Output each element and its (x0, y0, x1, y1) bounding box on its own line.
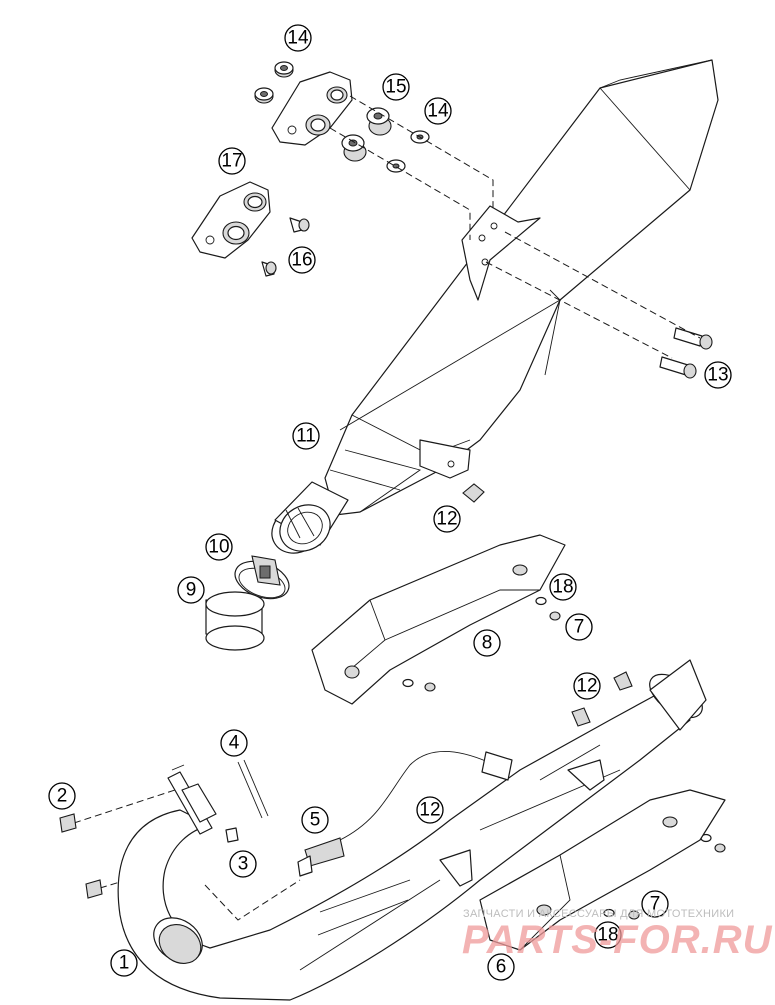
callout-4: 4 (220, 729, 248, 757)
callout-16: 16 (288, 246, 316, 274)
rubber-grommets (254, 61, 392, 162)
callout-10: 10 (205, 533, 233, 561)
callout-5: 5 (301, 806, 329, 834)
gasket-studs (59, 813, 239, 899)
callout-18-lower: 18 (594, 921, 622, 949)
callout-label: 2 (57, 786, 68, 807)
callout-9: 9 (177, 576, 205, 604)
callout-label: 14 (427, 101, 449, 122)
callout-12-upper: 12 (433, 505, 461, 533)
callout-label: 3 (238, 854, 249, 875)
callout-label: 6 (496, 957, 507, 978)
callout-13: 13 (704, 361, 732, 389)
callout-3: 3 (229, 850, 257, 878)
heat-shield-front (479, 789, 726, 951)
callout-label: 18 (552, 577, 573, 598)
callout-label: 12 (576, 676, 597, 697)
callout-17: 17 (218, 147, 246, 175)
sleeve (205, 591, 265, 651)
callout-14-right: 14 (424, 97, 452, 125)
callout-label: 9 (186, 580, 197, 601)
callout-label: 11 (296, 426, 316, 447)
callout-12-lower: 12 (416, 796, 444, 824)
callout-label: 12 (436, 509, 457, 530)
callout-label: 5 (310, 810, 321, 831)
callout-label: 10 (208, 537, 229, 558)
upper-bracket (271, 71, 353, 146)
callout-2: 2 (48, 782, 76, 810)
bracket-bolts (261, 217, 310, 277)
callout-label: 16 (291, 250, 312, 271)
callout-label: 17 (221, 151, 242, 172)
lower-bracket (191, 181, 271, 259)
callout-label: 12 (419, 800, 440, 821)
callout-18-upper: 18 (549, 573, 577, 601)
callout-12-right: 12 (573, 672, 601, 700)
callout-label: 8 (482, 633, 493, 654)
callout-7-lower: 7 (641, 890, 669, 918)
callout-7-upper: 7 (565, 613, 593, 641)
callout-1: 1 (110, 949, 138, 977)
muffler-bolts (659, 327, 713, 379)
callout-label: 4 (229, 733, 240, 754)
callout-label: 13 (707, 365, 728, 386)
washers (386, 130, 430, 173)
callout-label: 18 (597, 925, 618, 946)
washers-and-screws (402, 596, 726, 920)
dashed-assembly-lines (73, 95, 701, 921)
callout-6: 6 (487, 953, 515, 981)
callout-8: 8 (473, 629, 501, 657)
callout-11: 11 (292, 422, 320, 450)
callout-label: 14 (287, 28, 309, 49)
muffler (271, 59, 719, 554)
callout-14-top: 14 (284, 24, 312, 52)
header-pipe (117, 659, 707, 1001)
spring (237, 759, 269, 819)
watermark-logo: PARTS-FOR.RU (462, 918, 773, 962)
callout-label: 15 (385, 77, 406, 98)
heat-shield-rear (311, 534, 566, 705)
watermark-tagline: ЗАПЧАСТИ И АКСЕССУАРЫ ДЛЯ МОТОТЕХНИКИ (463, 908, 735, 920)
callout-label: 7 (574, 617, 585, 638)
callout-label: 1 (119, 953, 130, 974)
callout-15: 15 (382, 73, 410, 101)
callout-label: 7 (650, 894, 661, 915)
